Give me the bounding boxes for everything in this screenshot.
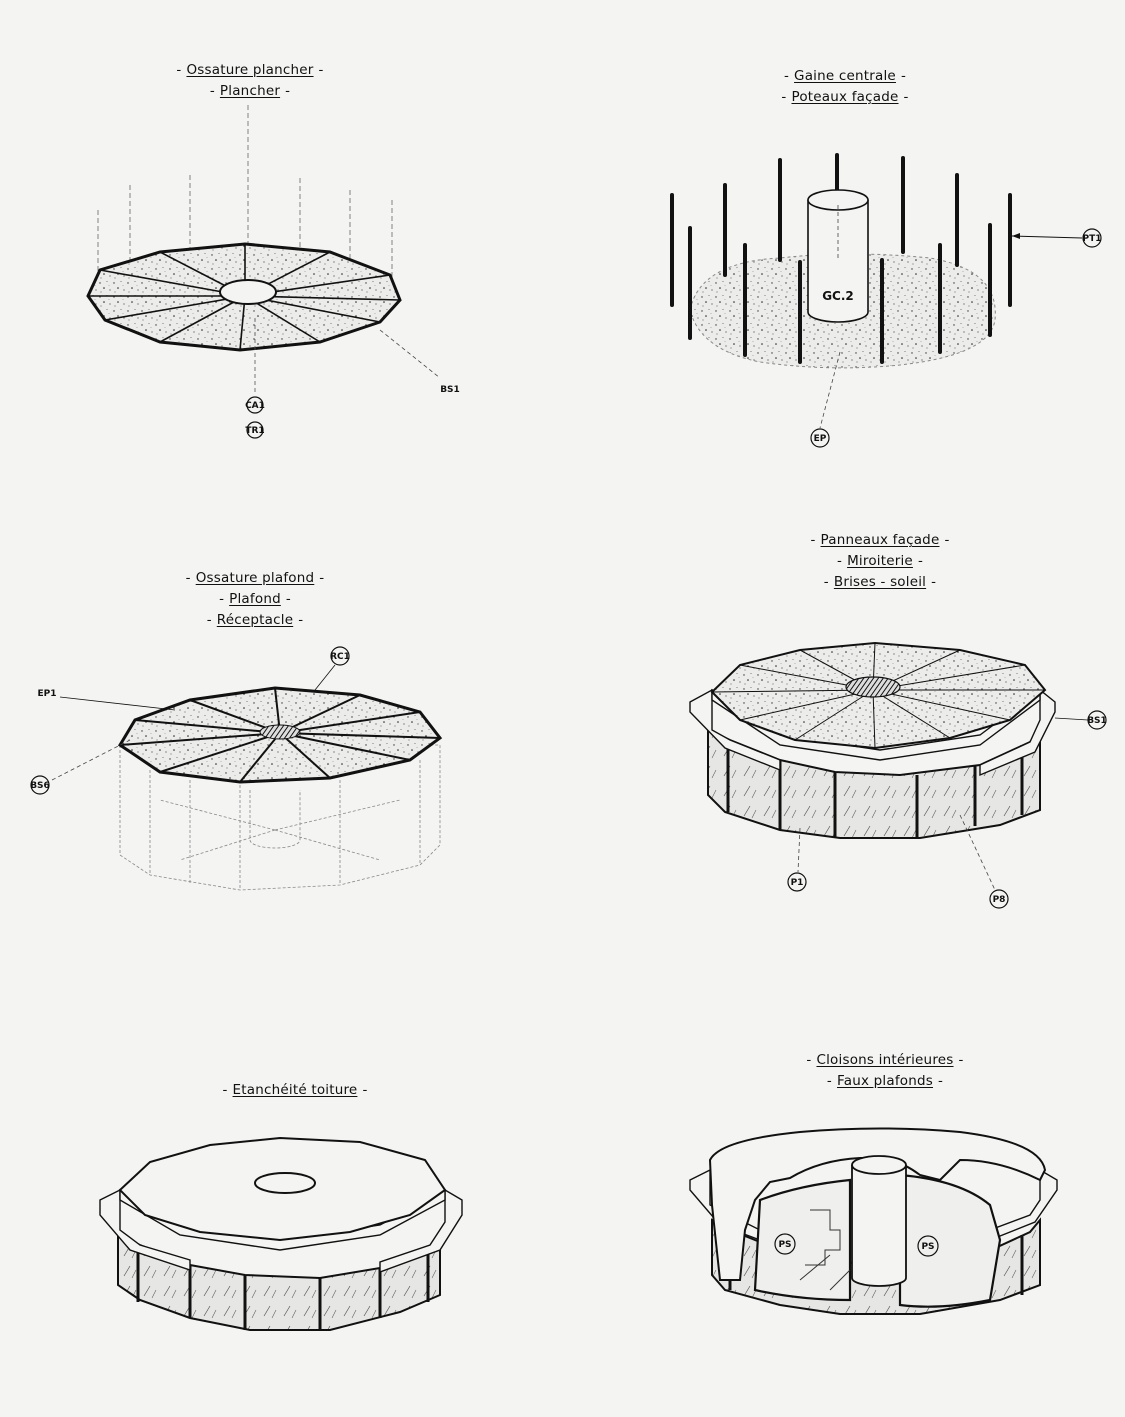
panel6-callout-ps-right: PS [917,1235,939,1257]
panel6-callout-ps-left: PS [774,1233,796,1255]
svg-text:TR1: TR1 [245,426,264,436]
panel2-titles: -Gaine centrale- -Poteaux façade- [781,68,909,105]
panel5-title-1: Etanchéité toiture [232,1082,358,1098]
panel4-callout-bs1: BS1 [1087,710,1107,730]
svg-text:CA1: CA1 [245,401,265,411]
panel5-titles: -Etanchéité toiture- [222,1082,368,1098]
panel2-title-1: Gaine centrale [794,68,896,84]
panel1-callout-bs1: BS1 [440,385,460,395]
panel3-callout-ep1: EP1 [37,689,56,699]
panel1-callout-ca1: CA1 [245,396,265,414]
panel3-callout-bs6: BS6 [30,775,50,795]
panel6-interior-drawing [689,1127,1058,1315]
panel3-title-2: Plafond [229,591,281,607]
panel4-titles: -Panneaux façade- -Miroiterie- -Brises -… [810,532,950,590]
panel3-title-3: Réceptacle [216,612,294,628]
panel1-titles: -Ossature plancher- -Plancher- [176,62,324,99]
panel2-callout-pt1: PT1 [1082,228,1102,248]
svg-text:P1: P1 [791,878,804,888]
svg-text:BS1: BS1 [1087,716,1107,726]
svg-text:EP1: EP1 [37,689,56,699]
svg-text:BS1: BS1 [440,385,460,395]
panel6-title-2: Faux plafonds [837,1073,933,1089]
panel1-floor-drawing [86,105,441,395]
panel5-roof-drawing [99,1136,463,1331]
panel1-title-1: Ossature plancher [186,62,314,78]
panel2-callout-ep: EP [810,428,830,448]
svg-text:PT1: PT1 [1083,234,1102,244]
panel1-title-2: Plancher [219,83,281,99]
panel2-title-2: Poteaux façade [791,89,899,105]
svg-text:P8: P8 [993,895,1006,905]
panel4-title-3: Brises - soleil [833,574,927,590]
svg-text:EP: EP [814,434,827,444]
svg-text:PS: PS [778,1240,791,1250]
panel6-titles: -Cloisons intérieures- -Faux plafonds- [806,1052,964,1089]
panel1-callout-tr1: TR1 [245,421,265,439]
panel4-callout-p1: P1 [787,872,807,892]
panel2-core-label: GC.2 [822,289,854,303]
panel3-title-1: Ossature plafond [195,570,315,586]
svg-text:BS6: BS6 [30,781,50,791]
panel4-callout-p8: P8 [989,889,1009,909]
panel4-title-1: Panneaux façade [820,532,940,548]
panel2-core-drawing: GC.2 [670,153,1083,429]
panel3-ceiling-drawing [51,664,443,891]
panel3-callout-rc1: RC1 [330,646,350,666]
svg-text:RC1: RC1 [330,652,350,662]
svg-text:PS: PS [921,1242,934,1252]
panel4-title-2: Miroiterie [847,553,913,569]
panel4-facade-drawing [689,641,1089,891]
panel6-title-1: Cloisons intérieures [816,1052,954,1068]
panel3-titles: -Ossature plafond- -Plafond- -Réceptacle… [185,570,325,628]
